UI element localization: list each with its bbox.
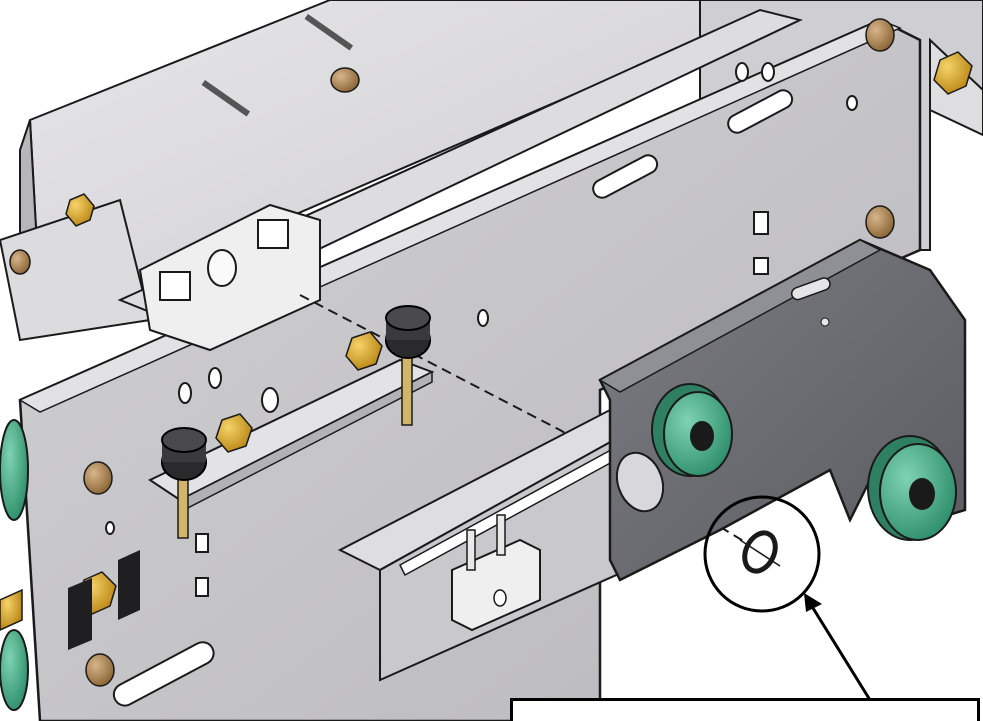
top-tray — [0, 0, 701, 342]
nut-icon — [65, 193, 95, 227]
bronze-standoffs — [9, 18, 895, 687]
callout-highlight — [703, 495, 872, 701]
callout-label-box — [510, 698, 980, 721]
brass-nuts — [65, 51, 973, 615]
cable-clip-block — [138, 203, 321, 352]
black-clamp — [68, 550, 140, 650]
callout-circle — [703, 495, 821, 613]
washer-icon — [742, 530, 778, 574]
nut-icon — [933, 51, 973, 95]
knob-bracket — [147, 305, 435, 539]
roller-bracket — [598, 238, 967, 582]
nut-icon — [215, 413, 253, 453]
green-rollers — [651, 383, 957, 541]
left-edge-rollers — [0, 419, 29, 711]
callout-leader-line — [806, 599, 872, 701]
nut-icon — [345, 331, 383, 371]
arrowhead-icon — [804, 593, 822, 612]
